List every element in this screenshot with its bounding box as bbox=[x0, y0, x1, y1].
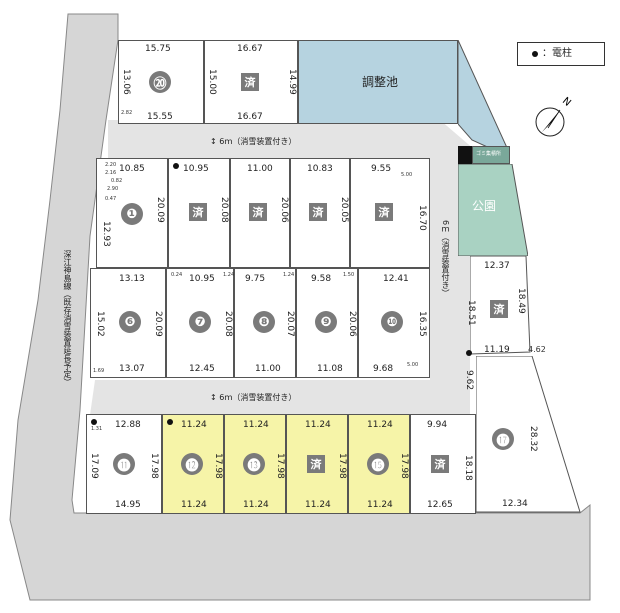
road-label-main: 深江神島線（既存消雪装置延長予定） bbox=[63, 250, 72, 386]
park-label: 公園 bbox=[472, 199, 497, 213]
lot-sold-top[interactable]: 16.67 15.00 14.99 16.67 済 bbox=[204, 40, 298, 124]
lot-20[interactable]: 15.75 13.06 15.55 2.82 ⑳ bbox=[118, 40, 204, 124]
lot-11[interactable]: 1.31 12.88 17.09 17.98 14.95 ⓫ bbox=[86, 414, 162, 514]
lot-15[interactable]: 11.24 17.98 11.24 ⓯ bbox=[348, 414, 410, 514]
road-label-top: ↕ 6ｍ（消雪装置付き） bbox=[210, 137, 297, 146]
lot-7[interactable]: 0.24 10.95 1.24 20.08 12.45 ❼ bbox=[166, 268, 234, 378]
road-label-right: 6ｍ（消雪装置付き） bbox=[441, 220, 450, 298]
lot-8[interactable]: 9.75 1.24 20.07 11.00 ❽ bbox=[234, 268, 296, 378]
lot-sold-r1d[interactable]: 10.83 20.05 済 bbox=[290, 158, 350, 268]
lot-number-17: ⓱ bbox=[492, 428, 514, 450]
lot-number-6: ❻ bbox=[119, 311, 141, 333]
lot-1[interactable]: 10.85 20.09 12.93 2.20 2.16 0.82 2.90 0.… bbox=[96, 158, 168, 268]
lot-sold-r1e[interactable]: 9.55 5.00 16.70 済 bbox=[350, 158, 430, 268]
sold-badge: 済 bbox=[241, 73, 259, 91]
lot-13[interactable]: 11.24 17.98 11.24 ⓭ bbox=[224, 414, 286, 514]
lot-12[interactable]: 11.24 17.98 11.24 ⓬ bbox=[162, 414, 224, 514]
lot-number-12: ⓬ bbox=[181, 453, 203, 475]
garbage-area bbox=[458, 146, 472, 166]
lot-number-7: ❼ bbox=[189, 311, 211, 333]
lot-number-1: ❶ bbox=[121, 203, 143, 225]
pond-extension bbox=[458, 40, 508, 150]
lot-number-13: ⓭ bbox=[243, 453, 265, 475]
lot-6[interactable]: 13.13 15.02 20.09 13.07 1.69 ❻ bbox=[90, 268, 166, 378]
lot-number-11: ⓫ bbox=[113, 453, 135, 475]
lot-17[interactable]: 9.62 28.32 12.34 ⓱ bbox=[464, 370, 538, 509]
lot-9[interactable]: 9.58 1.50 20.06 11.08 ❾ bbox=[296, 268, 358, 378]
lot-sold-right[interactable]: 12.37 18.51 18.49 11.19 4.62 済 bbox=[466, 261, 546, 356]
lot-sold-16[interactable]: 9.94 18.18 12.65 済 bbox=[410, 414, 476, 514]
lot-sold-14[interactable]: 11.24 17.98 11.24 済 bbox=[286, 414, 348, 514]
lot-number-10: ❿ bbox=[381, 311, 403, 333]
lot-number-8: ❽ bbox=[253, 311, 275, 333]
utility-pole-icon bbox=[532, 51, 538, 57]
legend-box: ：電柱 bbox=[517, 42, 605, 66]
lot-number-20: ⑳ bbox=[149, 71, 171, 93]
park bbox=[458, 164, 528, 256]
lot-number-15: ⓯ bbox=[367, 453, 389, 475]
lot-number-9: ❾ bbox=[315, 311, 337, 333]
retention-pond bbox=[298, 40, 458, 124]
lot-sold-r1b[interactable]: 10.95 20.08 済 bbox=[168, 158, 230, 268]
lot-sold-r1c[interactable]: 11.00 20.06 済 bbox=[230, 158, 290, 268]
svg-text:N: N bbox=[560, 96, 573, 109]
pond-label: 調整池 bbox=[362, 75, 399, 89]
north-arrow-icon: N bbox=[535, 96, 573, 137]
lot-10[interactable]: 12.41 16.35 9.68 5.00 ❿ bbox=[358, 268, 430, 378]
legend-label: ：電柱 bbox=[542, 48, 572, 59]
garbage-label-box: ゴミ集積所 bbox=[472, 146, 510, 164]
lot-17-shape bbox=[476, 356, 581, 513]
road-label-bottom: ↕ 6ｍ（消雪装置付き） bbox=[210, 393, 297, 402]
